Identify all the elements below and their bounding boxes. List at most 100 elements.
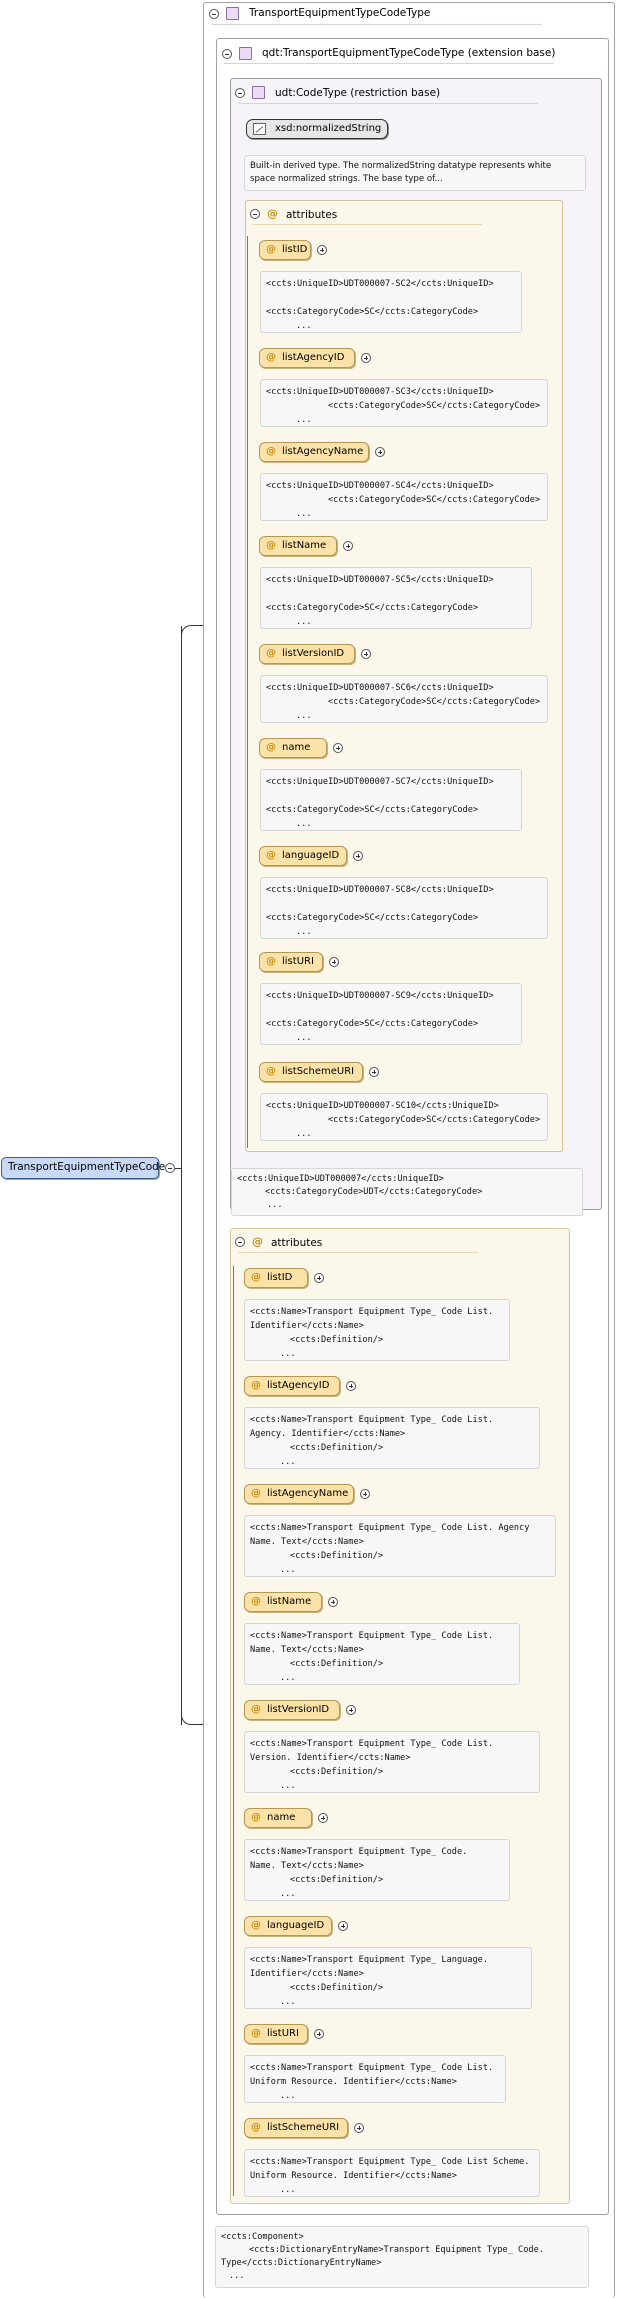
attribute-doc: <ccts:UniqueID>UDT000007-SC2</ccts:Uniqu… — [260, 271, 522, 333]
attribute-icon: @ — [266, 446, 276, 457]
complex-type-title: TransportEquipmentTypeCodeType — [249, 7, 431, 19]
attribute-listAgencyID[interactable]: @listAgencyID — [244, 1376, 340, 1396]
attribute-languageID[interactable]: @languageID — [259, 846, 347, 866]
separator — [252, 224, 482, 225]
separator — [238, 103, 538, 104]
extension-collapse-toggle[interactable] — [222, 49, 232, 59]
restriction-title: udt:CodeType (restriction base) — [275, 87, 441, 99]
attribute-name: languageID — [267, 1920, 325, 1931]
attribute-doc: <ccts:UniqueID>UDT000007-SC8</ccts:Uniqu… — [260, 877, 548, 939]
attribute-listSchemeURI[interactable]: @listSchemeURI — [259, 1062, 363, 1082]
expand-icon[interactable] — [343, 541, 353, 551]
base-type-pill[interactable]: xsd:normalizedString — [246, 119, 388, 139]
attribute-listAgencyName[interactable]: @listAgencyName — [244, 1484, 354, 1504]
attribute-listURI[interactable]: @listURI — [259, 952, 323, 972]
expand-icon[interactable] — [353, 851, 363, 861]
attribute-name[interactable]: @ name — [259, 738, 327, 758]
doc-line: <ccts:Name>Transport Equipment Type_ Cod… — [250, 1739, 494, 1749]
attribute-doc: <ccts:Name>Transport Equipment Type_ Cod… — [244, 2149, 540, 2197]
attribute-name: name — [267, 1812, 296, 1823]
doc-line: <ccts:UniqueID>UDT000007-SC6</ccts:Uniqu… — [266, 683, 494, 693]
connector-curve-top — [181, 625, 195, 639]
expand-icon[interactable] — [346, 1381, 356, 1391]
attribute-icon: @ — [266, 742, 276, 753]
attribute-listSchemeURI[interactable]: @listSchemeURI — [244, 2118, 348, 2138]
simple-type-icon — [253, 123, 266, 135]
connector-line — [175, 1168, 181, 1169]
attribute-listID[interactable]: @listID — [244, 1268, 308, 1288]
attribute-name: name — [282, 742, 311, 753]
attribute-doc: <ccts:UniqueID>UDT000007-SC7</ccts:Uniqu… — [260, 769, 522, 831]
attribute-name: listName — [267, 1596, 312, 1607]
doc-line: ... — [296, 415, 312, 425]
root-collapse-toggle[interactable] — [165, 1163, 175, 1173]
expand-icon[interactable] — [354, 2123, 364, 2133]
inner-attributes-collapse-toggle[interactable] — [250, 209, 260, 219]
attribute-name[interactable]: @name — [244, 1808, 312, 1828]
attribute-languageID[interactable]: @languageID — [244, 1916, 332, 1936]
attribute-name: listURI — [282, 956, 314, 967]
doc-line: <ccts:Name>Transport Equipment Type_ Lan… — [250, 1955, 488, 1965]
attribute-doc: <ccts:UniqueID>UDT000007-SC10</ccts:Uniq… — [260, 1093, 548, 1141]
attribute-listName[interactable]: @listName — [244, 1592, 322, 1612]
restriction-collapse-toggle[interactable] — [235, 88, 245, 98]
doc-line: <ccts:Name>Transport Equipment Type_ Cod… — [250, 1847, 468, 1857]
expand-icon[interactable] — [314, 1273, 324, 1283]
doc-line: <ccts:Component> — [221, 2232, 304, 2242]
doc-line: ... — [280, 2185, 296, 2195]
attribute-listID[interactable]: @listID — [259, 240, 311, 260]
expand-icon[interactable] — [318, 1813, 328, 1823]
attribute-doc: <ccts:Name>Transport Equipment Type_ Cod… — [244, 2055, 506, 2103]
expand-icon[interactable] — [360, 1489, 370, 1499]
doc-line: <ccts:Definition/> — [290, 1551, 384, 1561]
attribute-name: listURI — [267, 2028, 299, 2039]
attribute-name: listAgencyID — [267, 1380, 330, 1391]
doc-line: ... — [280, 1781, 296, 1791]
attribute-doc: <ccts:Name>Transport Equipment Type_ Cod… — [244, 1515, 556, 1577]
attribute-listVersionID[interactable]: @listVersionID — [244, 1700, 340, 1720]
expand-icon[interactable] — [333, 743, 343, 753]
expand-icon[interactable] — [361, 353, 371, 363]
connector-bracket — [181, 626, 182, 1725]
expand-icon[interactable] — [375, 447, 385, 457]
doc-line: <ccts:UniqueID>UDT000007</ccts:UniqueID> — [237, 1174, 444, 1184]
outer-attributes-collapse-toggle[interactable] — [235, 1237, 245, 1247]
doc-line: <ccts:Definition/> — [290, 1983, 384, 1993]
expand-icon[interactable] — [361, 649, 371, 659]
attribute-listURI[interactable]: @listURI — [244, 2024, 308, 2044]
attribute-listAgencyName[interactable]: @listAgencyName — [259, 442, 369, 462]
doc-line: <ccts:UniqueID>UDT000007-SC10</ccts:Uniq… — [266, 1101, 499, 1111]
attribute-listName[interactable]: @listName — [259, 536, 337, 556]
attributes-icon: @ — [252, 1235, 263, 1248]
separator — [238, 1252, 478, 1253]
doc-line: <ccts:CategoryCode>SC</ccts:CategoryCode… — [266, 307, 479, 317]
attribute-listAgencyID[interactable]: @listAgencyID — [259, 348, 355, 368]
doc-line: ... — [296, 927, 312, 937]
doc-line: <ccts:CategoryCode>SC</ccts:CategoryCode… — [266, 1019, 479, 1029]
expand-icon[interactable] — [314, 2029, 324, 2039]
expand-icon[interactable] — [338, 1921, 348, 1931]
attribute-doc: <ccts:Name>Transport Equipment Type_ Cod… — [244, 1839, 510, 1901]
attribute-name: listName — [282, 540, 327, 551]
doc-line — [266, 789, 516, 803]
attribute-listVersionID[interactable]: @listVersionID — [259, 644, 355, 664]
expand-icon[interactable] — [328, 1597, 338, 1607]
expand-icon[interactable] — [317, 245, 327, 255]
expand-icon[interactable] — [346, 1705, 356, 1715]
doc-line: ... — [280, 1565, 296, 1575]
doc-line: ... — [280, 1457, 296, 1467]
attributes-icon: @ — [267, 207, 278, 220]
doc-line: <ccts:Name>Transport Equipment Type_ Cod… — [250, 1523, 530, 1533]
complex-type-collapse-toggle[interactable] — [209, 9, 219, 19]
expand-icon[interactable] — [329, 957, 339, 967]
root-element[interactable]: TransportEquipmentTypeCode — [1, 1157, 165, 1179]
expand-icon[interactable] — [369, 1067, 379, 1077]
extension-title: qdt:TransportEquipmentTypeCodeType (exte… — [262, 47, 556, 59]
doc-line: <ccts:Definition/> — [290, 1659, 384, 1669]
doc-line: ... — [296, 1033, 312, 1043]
restriction-doc: <ccts:UniqueID>UDT000007</ccts:UniqueID>… — [231, 1168, 583, 1216]
doc-line: Type</ccts:DictionaryEntryName> — [221, 2258, 382, 2268]
attribute-doc: <ccts:Name>Transport Equipment Type_ Cod… — [244, 1623, 520, 1685]
attribute-name: listID — [267, 1272, 293, 1283]
doc-line: ... — [296, 509, 312, 519]
